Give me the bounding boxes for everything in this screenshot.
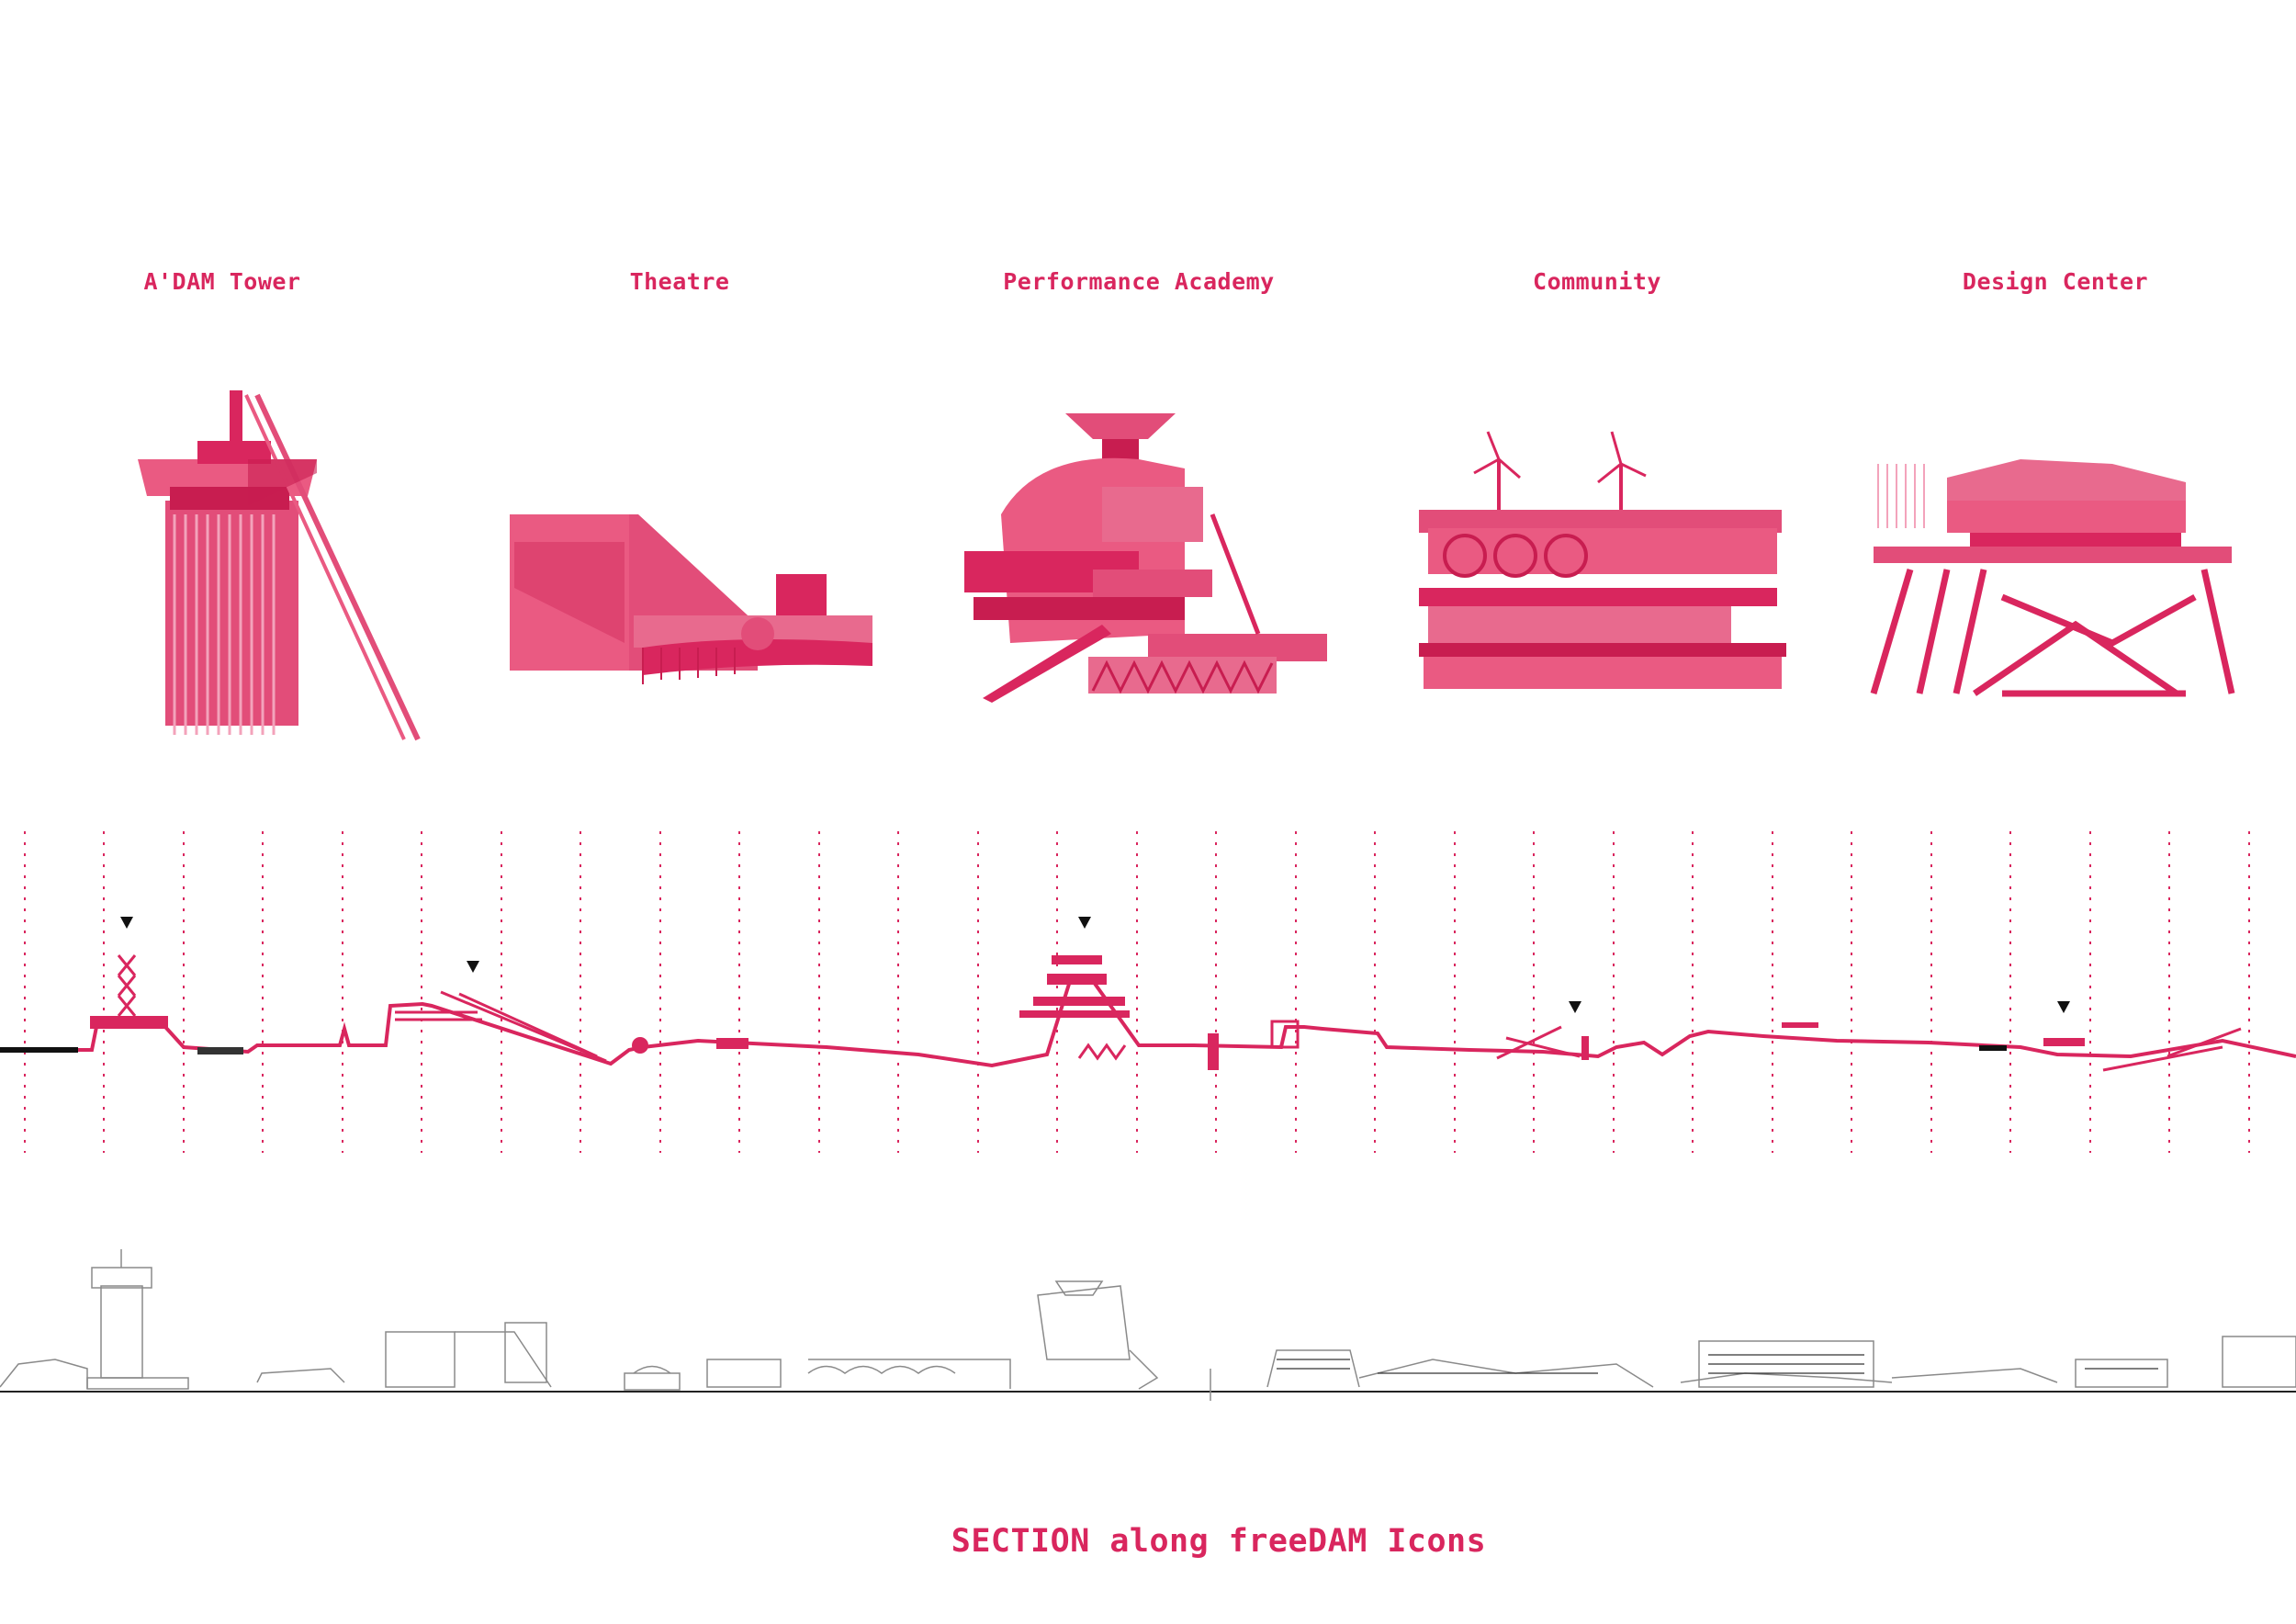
elevation-drawing xyxy=(0,1249,2296,1401)
section-line xyxy=(0,979,2296,1068)
section-markers xyxy=(120,917,2070,1013)
icon-label-design-center: Design Center xyxy=(1962,268,2149,295)
adam-tower-icon xyxy=(138,390,421,741)
section-grid xyxy=(24,831,2250,1153)
icon-label-adam-tower: A'DAM Tower xyxy=(143,268,301,295)
elevation-dark-detail xyxy=(1277,1354,2158,1374)
section-caption: SECTION along freeDAM Icons xyxy=(951,1523,1487,1560)
theatre-icon xyxy=(510,514,872,684)
icon-label-community: Community xyxy=(1533,268,1661,295)
section-details xyxy=(0,917,2242,1072)
design-center-icon xyxy=(1870,459,2235,697)
icon-label-performance-academy: Performance Academy xyxy=(1003,268,1275,295)
performance-academy-icon xyxy=(964,413,1327,703)
icon-label-theatre: Theatre xyxy=(629,268,730,295)
community-icon xyxy=(1419,431,1786,689)
